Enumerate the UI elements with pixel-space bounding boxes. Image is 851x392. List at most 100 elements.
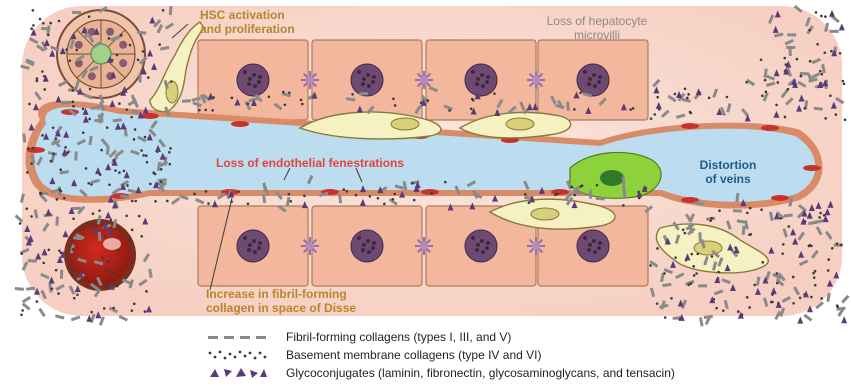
- basement-dot: [448, 109, 451, 112]
- basement-dot: [709, 219, 712, 222]
- basement-dot: [32, 24, 35, 27]
- hepatocyte-nucleus: [577, 230, 609, 262]
- basement-dot: [708, 97, 711, 100]
- basement-dot: [622, 204, 625, 207]
- basement-dot: [103, 307, 106, 310]
- basement-dot: [138, 215, 141, 218]
- basement-dot: [144, 136, 147, 139]
- basement-dot: [137, 59, 140, 62]
- basement-dot: [682, 228, 685, 231]
- basement-dot: [430, 192, 433, 195]
- basement-dot: [810, 296, 813, 299]
- collagen-dash: [22, 296, 31, 303]
- basement-dot: [131, 229, 134, 232]
- basement-dot: [112, 307, 115, 310]
- basement-dot: [392, 98, 395, 101]
- hepatocyte: [198, 40, 308, 120]
- basement-dot: [650, 117, 653, 120]
- collagen-dash: [15, 287, 24, 291]
- basement-dot: [784, 116, 787, 119]
- collagen-dash: [38, 308, 45, 317]
- basement-dot: [30, 215, 33, 218]
- hepatocyte: [312, 40, 422, 120]
- basement-dot: [827, 258, 830, 261]
- basement-dot: [160, 180, 163, 183]
- cell-junction-icon: [415, 237, 433, 255]
- basement-dot: [813, 276, 816, 279]
- cell-junction-icon: [301, 237, 319, 255]
- basement-dot: [632, 107, 635, 110]
- basement-dot: [87, 182, 90, 185]
- basement-dot: [843, 82, 846, 85]
- basement-dot: [377, 197, 380, 200]
- basement-dot: [840, 243, 843, 246]
- basement-dot: [726, 96, 729, 99]
- basement-dot: [67, 151, 70, 154]
- basement-dot: [684, 87, 687, 90]
- basement-dot: [717, 271, 720, 274]
- glycoconjugate: [797, 317, 803, 324]
- basement-dot: [168, 163, 171, 166]
- basement-dot: [303, 195, 306, 198]
- basement-dot: [60, 190, 63, 193]
- basement-dot: [147, 76, 150, 79]
- basement-dot: [49, 22, 52, 25]
- basement-dot: [145, 290, 148, 293]
- basement-dot: [290, 200, 293, 203]
- basement-dot: [745, 81, 748, 84]
- legend-item-basement-membrane: Basement membrane collagens (type IV and…: [206, 346, 846, 364]
- legend-text: Basement membrane collagens (type IV and…: [286, 348, 541, 362]
- basement-dot: [760, 58, 763, 61]
- basement-dot: [282, 91, 285, 94]
- basement-dot: [824, 15, 827, 18]
- basement-dot: [288, 91, 291, 94]
- basement-dot: [69, 59, 72, 62]
- collagen-dash: [72, 207, 81, 210]
- basement-dot: [596, 184, 599, 187]
- basement-dot: [656, 96, 659, 99]
- basement-dot: [231, 97, 234, 100]
- basement-dot: [166, 200, 169, 203]
- basement-dot: [149, 183, 152, 186]
- basement-dot: [799, 297, 802, 300]
- basement-dot: [629, 108, 632, 111]
- collagen-dash: [28, 259, 37, 262]
- basement-dot: [392, 198, 395, 201]
- basement-dot: [90, 311, 93, 314]
- basement-dot: [835, 113, 838, 116]
- basement-dot: [21, 309, 24, 312]
- basement-dot: [687, 93, 690, 96]
- basement-dot: [827, 269, 830, 272]
- basement-dot: [144, 310, 147, 313]
- basement-dot: [819, 70, 822, 73]
- basement-dot: [351, 93, 354, 96]
- basement-dot: [804, 107, 807, 110]
- cell-junction-icon: [415, 71, 433, 89]
- basement-dot: [830, 50, 833, 53]
- basement-dot: [120, 34, 123, 37]
- collagen-dash: [830, 30, 839, 33]
- basement-dot: [64, 146, 67, 149]
- basement-dot: [684, 232, 687, 235]
- collagen-dash: [169, 6, 173, 15]
- basement-dot: [814, 284, 817, 287]
- basement-dot: [117, 249, 120, 252]
- basement-dot: [444, 181, 447, 184]
- basement-dot: [42, 22, 45, 25]
- collagen-dash: [55, 217, 59, 226]
- basement-dot: [36, 80, 39, 83]
- basement-dot: [787, 88, 790, 91]
- basement-dot: [765, 90, 768, 93]
- basement-dot: [193, 193, 196, 196]
- basement-dot: [19, 222, 22, 225]
- basement-dot: [796, 58, 799, 61]
- basement-membrane-dots-icon: [206, 347, 268, 363]
- basement-dot: [39, 18, 42, 21]
- basement-dot: [808, 29, 811, 32]
- basement-dot: [687, 284, 690, 287]
- basement-dot: [301, 103, 304, 106]
- basement-dot: [718, 209, 721, 212]
- basement-dot: [25, 207, 28, 210]
- basement-dot: [47, 34, 50, 37]
- endothelial-nucleus: [761, 125, 779, 131]
